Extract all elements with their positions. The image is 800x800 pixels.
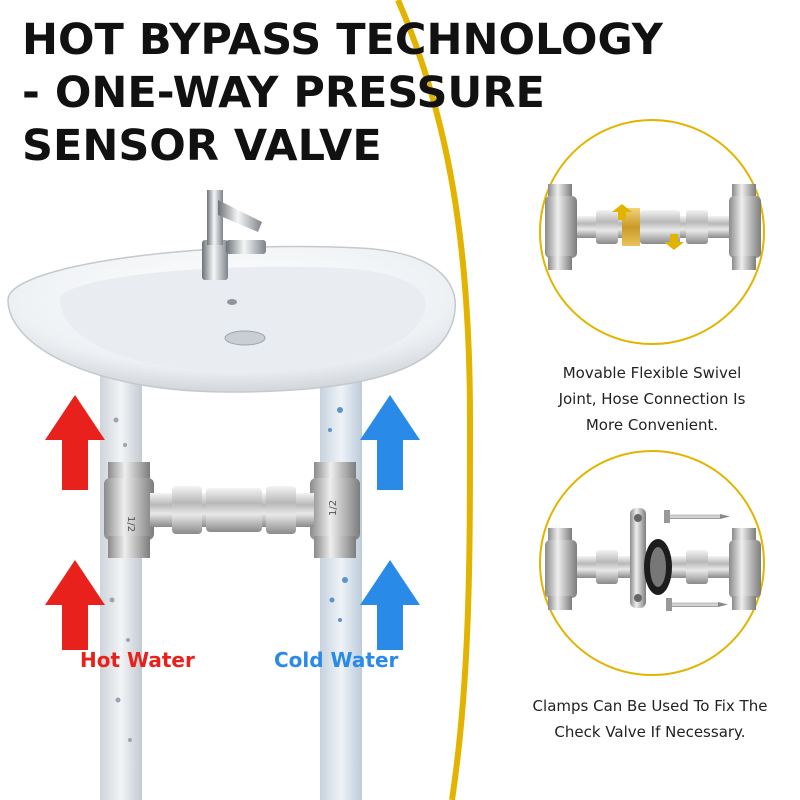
title-line-1: HOT BYPASS TECHNOLOGY <box>22 15 663 65</box>
detail-circle-swivel <box>539 119 765 345</box>
swivel-joint-caption: Movable Flexible Swivel Joint, Hose Conn… <box>502 360 800 438</box>
screw-icon-bottom <box>666 598 728 611</box>
swivel-caption-line-2: Joint, Hose Connection Is <box>558 390 746 408</box>
title-line-3: SENSOR VALVE <box>22 121 382 171</box>
cold-water-pipe <box>320 362 362 800</box>
clamp-caption: Clamps Can Be Used To Fix The Check Valv… <box>500 693 800 745</box>
hot-water-arrow-upper <box>45 395 105 490</box>
clamp-bracket <box>630 508 646 608</box>
swivel-arrow-icon <box>612 204 632 220</box>
bypass-valve-assembly: 1/2 1/2 <box>104 462 360 558</box>
gold-divider-curve <box>395 0 474 800</box>
swivel-arrow-icon-2 <box>664 234 684 250</box>
hot-water-arrow-lower <box>45 560 105 650</box>
fitting-marking-right: 1/2 <box>328 500 339 516</box>
detail-circle-clamp <box>539 450 765 676</box>
cold-water-arrow-upper <box>360 395 420 490</box>
title-line-2: - ONE-WAY PRESSURE <box>22 68 545 118</box>
page-title: HOT BYPASS TECHNOLOGY - ONE-WAY PRESSURE… <box>22 14 722 173</box>
cold-water-arrow-lower <box>360 560 420 650</box>
hot-water-pipe <box>100 362 142 800</box>
screw-icon-top <box>664 510 730 523</box>
clamp-caption-line-2: Check Valve If Necessary. <box>554 723 746 741</box>
swivel-caption-line-3: More Convenient. <box>585 416 719 434</box>
cold-water-label: Cold Water <box>274 648 399 672</box>
fitting-marking-left: 1/2 <box>125 516 136 532</box>
sink <box>7 190 457 393</box>
swivel-caption-line-1: Movable Flexible Swivel <box>562 364 742 382</box>
clamp-caption-line-1: Clamps Can Be Used To Fix The <box>532 697 768 715</box>
hot-water-label: Hot Water <box>80 648 195 672</box>
